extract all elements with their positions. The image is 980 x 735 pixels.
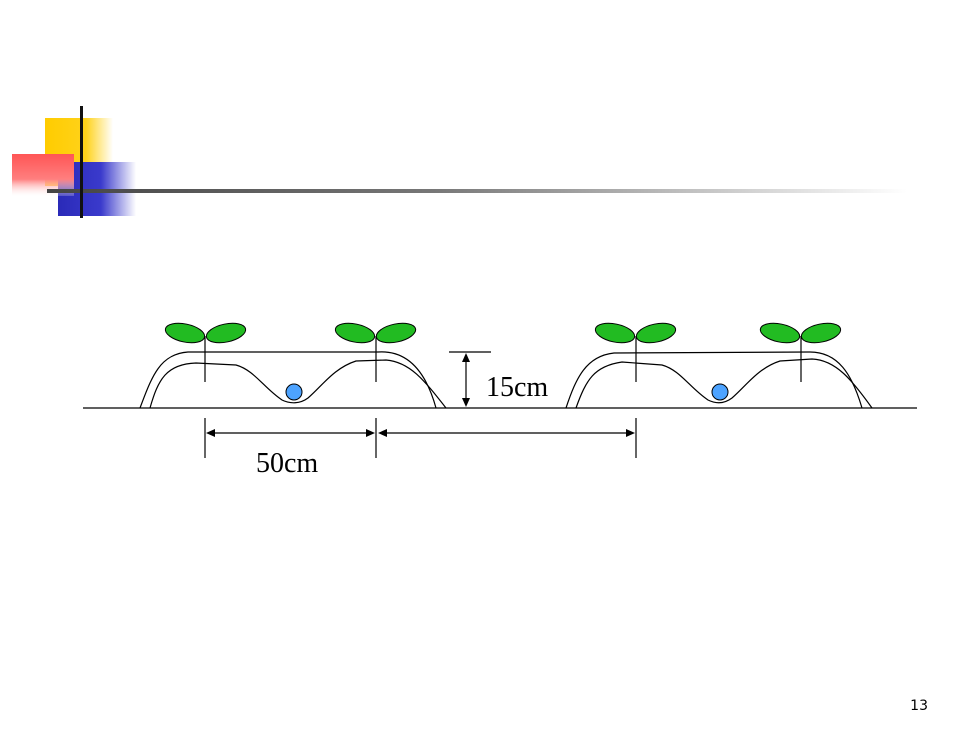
bed-outline-right-outer [565, 351, 863, 409]
arrowhead-up [462, 353, 470, 362]
arrowhead-down [462, 398, 470, 407]
header-decoration [12, 106, 907, 218]
arrowhead-right [626, 429, 635, 437]
bed-outline-right-inner [575, 358, 873, 409]
page-number: 13 [910, 698, 928, 714]
bed-outline-left-inner [149, 359, 447, 409]
seedling-icon [759, 322, 842, 344]
drip-emitter-icon [285, 383, 303, 401]
seedling-icon [334, 322, 417, 344]
seedlings [164, 322, 842, 344]
arrowhead-right [366, 429, 375, 437]
bed-outline-left-outer [139, 351, 437, 409]
arrowhead-left [206, 429, 215, 437]
furrow-cross-section-diagram [83, 336, 917, 458]
header-rule [47, 189, 907, 193]
seedling-icon [594, 322, 677, 344]
spacing-label: 50cm [256, 448, 318, 479]
height-label: 15cm [486, 372, 548, 403]
drip-emitter-icon [711, 383, 729, 401]
header-vertical-line [80, 106, 83, 218]
seedling-icon [164, 322, 247, 344]
arrowhead-left [378, 429, 387, 437]
